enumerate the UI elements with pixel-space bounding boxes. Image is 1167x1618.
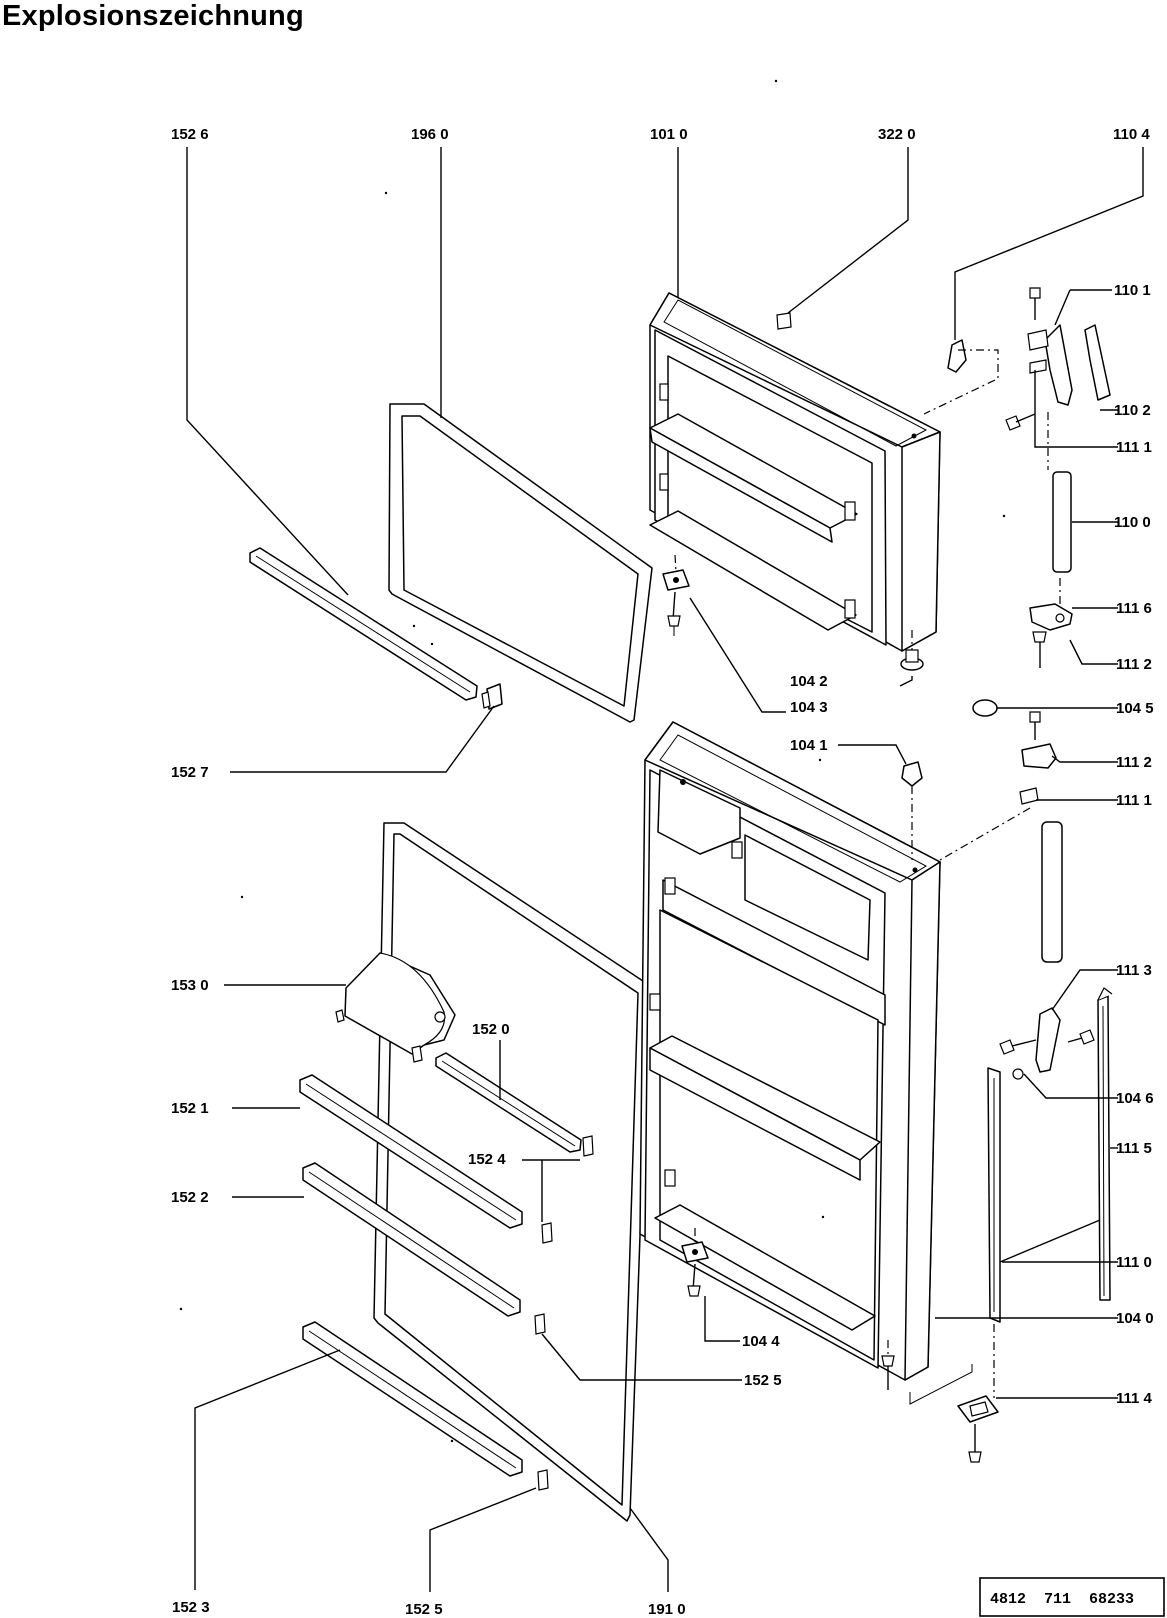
part-labels: 152 6 196 0 101 0 322 0 110 4 110 1 110 … (171, 126, 1154, 1618)
label-1114: 111 4 (1116, 1390, 1153, 1407)
label-1115: 111 5 (1116, 1140, 1152, 1157)
label-1042: 104 2 (790, 673, 828, 690)
fridge-door-hinge-pin (681, 1241, 895, 1390)
label-1525-lower: 152 5 (405, 1601, 443, 1618)
label-1102: 110 2 (1114, 402, 1151, 419)
label-1110: 111 0 (1116, 1254, 1152, 1271)
label-1043: 104 3 (790, 699, 828, 716)
label-1116: 111 6 (1116, 600, 1152, 617)
label-1112-middle: 111 2 (1116, 754, 1152, 771)
label-1910: 191 0 (648, 1601, 686, 1618)
page-title: Explosionszeichnung (2, 0, 304, 32)
label-1112-upper: 111 2 (1116, 656, 1152, 673)
label-1960: 196 0 (411, 126, 449, 143)
label-1522: 152 2 (171, 1189, 209, 1206)
freezer-shelf-strip (249, 547, 478, 701)
label-1104: 110 4 (1113, 126, 1150, 143)
fridge-shelf-strip-top (435, 1052, 582, 1153)
upper-hinge-assembly (947, 287, 1111, 717)
label-1010: 101 0 (650, 126, 688, 143)
reference-number: 4812 711 68233 (990, 1591, 1134, 1608)
specks (179, 79, 1006, 1443)
label-1524: 152 4 (468, 1151, 506, 1168)
label-1045: 104 5 (1116, 700, 1154, 717)
label-1520: 152 0 (472, 1021, 510, 1038)
label-1101: 110 1 (1114, 282, 1151, 299)
strip-end-clip (481, 683, 503, 710)
label-1040: 104 0 (1116, 1310, 1154, 1327)
leader-lines (186, 147, 1144, 1592)
label-1527: 152 7 (171, 764, 209, 781)
label-1046: 104 6 (1116, 1090, 1154, 1107)
label-1523: 152 3 (172, 1599, 210, 1616)
fridge-door (639, 721, 941, 1381)
label-1100: 110 0 (1114, 514, 1151, 531)
middle-hinge-assembly (957, 711, 1113, 1463)
label-1113: 111 3 (1116, 962, 1152, 979)
freezer-door-hinge-pin (662, 569, 924, 671)
label-3220: 322 0 (878, 126, 916, 143)
shelf-end-clip (541, 1135, 594, 1244)
reference-number-box: 4812 711 68233 (979, 1577, 1165, 1617)
label-1526: 152 6 (171, 126, 209, 143)
label-1044: 104 4 (742, 1333, 780, 1350)
door-stop-knob (901, 761, 923, 787)
freezer-door-gasket (388, 403, 653, 723)
fridge-door-gasket (373, 822, 650, 1522)
fridge-shelf-strip-1 (299, 1074, 523, 1229)
freezer-door (649, 292, 941, 652)
label-1525-upper: 152 5 (744, 1372, 782, 1389)
label-1111-middle: 111 1 (1116, 792, 1152, 809)
assembly-center-lines (674, 349, 1061, 1398)
fridge-shelf-strip-3 (302, 1321, 549, 1491)
label-1521: 152 1 (171, 1100, 209, 1117)
fridge-shelf-strip-2 (302, 1162, 546, 1335)
label-1530: 153 0 (171, 977, 209, 994)
butter-compartment (335, 952, 456, 1063)
label-1111-upper: 111 1 (1116, 439, 1152, 456)
label-1041: 104 1 (790, 737, 828, 754)
